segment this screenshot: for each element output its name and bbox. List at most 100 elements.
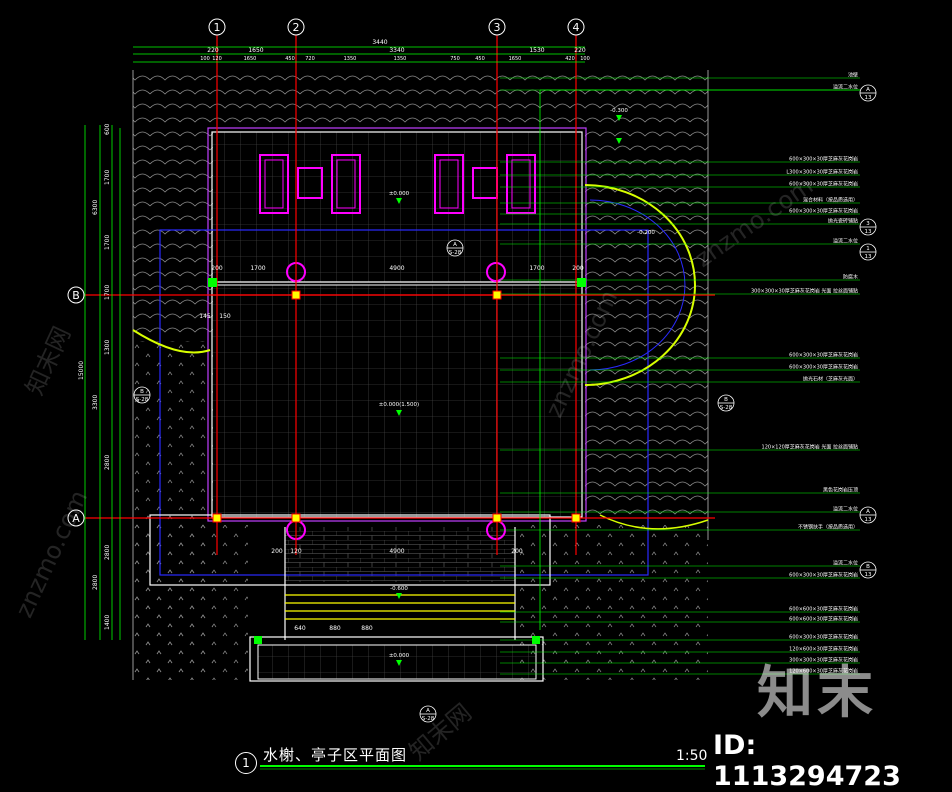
annotation-text: 600×300×30厚芝麻灰花岗岩 [789,572,858,579]
svg-text:200: 200 [211,265,223,272]
annotation-text: 600×300×30厚芝麻灰花岗岩 [789,156,858,163]
svg-text:120: 120 [290,548,302,555]
svg-text:200: 200 [271,548,283,555]
grid-axis-lines [85,35,715,555]
annotation-text: 黑色花岗岩压顶 [823,487,858,494]
annotation-text: 600×300×30厚芝麻灰花岗岩 [789,364,858,371]
svg-text:1400: 1400 [104,615,111,630]
steps-area [285,527,515,582]
right-marker-texts: A 13 3 13 1 13 A 13 B 13 [865,87,872,578]
annotation-text: L300×300×30厚芝麻灰花岗岩 [786,169,858,176]
axis-label-4: 4 [573,21,580,34]
axis-label-A: A [72,512,80,525]
svg-text:3300: 3300 [92,395,99,410]
svg-text:±0.000(1.500): ±0.000(1.500) [379,402,419,408]
svg-text:1350: 1350 [394,56,407,62]
svg-text:3: 3 [866,221,870,227]
svg-text:600: 600 [104,123,111,135]
svg-text:1700: 1700 [250,265,265,272]
svg-text:450: 450 [285,56,295,62]
svg-text:200: 200 [572,265,584,272]
svg-text:420: 420 [565,56,575,62]
svg-text:S-28: S-28 [449,250,462,256]
svg-text:-0.200: -0.200 [637,230,655,236]
annotation-text: 不锈钢扶手（按品质选用） [798,524,858,531]
svg-text:S-28: S-28 [136,397,149,403]
annotation-text: 防腐木 [843,274,858,281]
annotation-text: 抛光石材（芝麻灰光面） [803,376,858,383]
svg-text:-0.300: -0.300 [610,108,628,114]
svg-text:880: 880 [329,625,341,632]
svg-text:100: 100 [580,56,590,62]
axis-label-3: 3 [494,21,501,34]
svg-text:4900: 4900 [389,265,404,272]
svg-text:6300: 6300 [92,200,99,215]
svg-text:1650: 1650 [244,56,257,62]
svg-text:1530: 1530 [529,47,544,54]
annotation-text: 600×600×30厚芝麻灰花岗岩 [789,606,858,613]
arc-right [584,184,696,386]
pavilion-main-floor [211,284,583,518]
section-symbol-texts: A S-28 B S-28 B S-28 A S-28 [136,242,733,722]
svg-text:13: 13 [865,254,872,260]
svg-text:100: 100 [200,56,210,62]
annotation-text: 池壁 [848,72,858,79]
dim-row3: 100 120 1650 450 720 1350 1350 750 450 1… [200,56,590,62]
annotation-text: 抛光瓷砖铺贴 [828,218,858,225]
drawing-title: 水榭、亭子区平面图 [263,746,408,764]
lawn-bottom-left [133,525,248,680]
image-id: ID: 1113294723 [713,730,901,792]
annotation-text: 600×300×30厚芝麻灰花岗岩 [789,634,858,641]
svg-text:±0.000: ±0.000 [389,191,410,197]
annotation-leaders [500,77,860,675]
annotation-text: 600×600×30厚芝麻灰花岗岩 [789,616,858,623]
annotation-text: 120×600×30厚芝麻灰花岗岩 [789,646,858,653]
svg-text:13: 13 [865,95,872,101]
svg-text:A: A [866,509,870,515]
svg-text:150: 150 [219,313,231,320]
svg-text:A: A [866,87,870,93]
svg-text:1650: 1650 [509,56,522,62]
svg-text:13: 13 [865,517,872,523]
right-markers [859,84,877,579]
svg-text:1700: 1700 [529,265,544,272]
annotation-text: 600×300×30厚芝麻灰花岗岩 [789,181,858,188]
svg-text:750: 750 [450,56,460,62]
svg-text:13: 13 [865,229,872,235]
annotation-text: 120×600×30厚芝麻灰花岗岩 [789,668,858,675]
svg-text:1650: 1650 [248,47,263,54]
annotation-text: 300×300×30厚芝麻灰花岗岩 光面 拉丝面铺贴 [751,288,858,295]
annotation-text: 600×300×30厚芝麻灰花岗岩 [789,208,858,215]
svg-text:220: 220 [574,47,586,54]
axis-label-1: 1 [214,21,221,34]
drawing-number: 1 [235,752,257,774]
arc-bottom-right [599,514,709,530]
svg-text:2800: 2800 [104,455,111,470]
annotation-text: 120×120厚芝麻灰花岗岩 光面 拉丝面铺贴 [762,444,858,451]
axis-label-2: 2 [293,21,300,34]
svg-text:640: 640 [294,625,306,632]
svg-text:1700: 1700 [104,170,111,185]
section-symbols [133,239,735,723]
svg-text:S-28: S-28 [720,405,733,411]
svg-text:13: 13 [865,572,872,578]
dim-total: 3440 [372,39,387,46]
svg-text:A: A [426,708,430,714]
annotation-text: 溢流二水位 [833,238,858,245]
svg-text:-0.600: -0.600 [390,586,408,592]
svg-text:15000: 15000 [78,361,85,380]
dim-left: 600 1700 6300 1700 1700 1300 3300 15000 … [78,123,111,630]
svg-text:B: B [866,564,870,570]
water-area-right [585,132,708,517]
svg-text:4900: 4900 [389,548,404,555]
axis-label-B: B [72,289,80,302]
lawn-bottom-right [520,525,708,680]
arc-right-blue [589,199,686,371]
annotation-text: 300×300×30厚芝麻灰花岗岩 [789,657,858,664]
svg-text:880: 880 [361,625,373,632]
svg-text:200: 200 [511,548,523,555]
svg-text:1350: 1350 [344,56,357,62]
axis-bubbles-top [67,18,585,527]
